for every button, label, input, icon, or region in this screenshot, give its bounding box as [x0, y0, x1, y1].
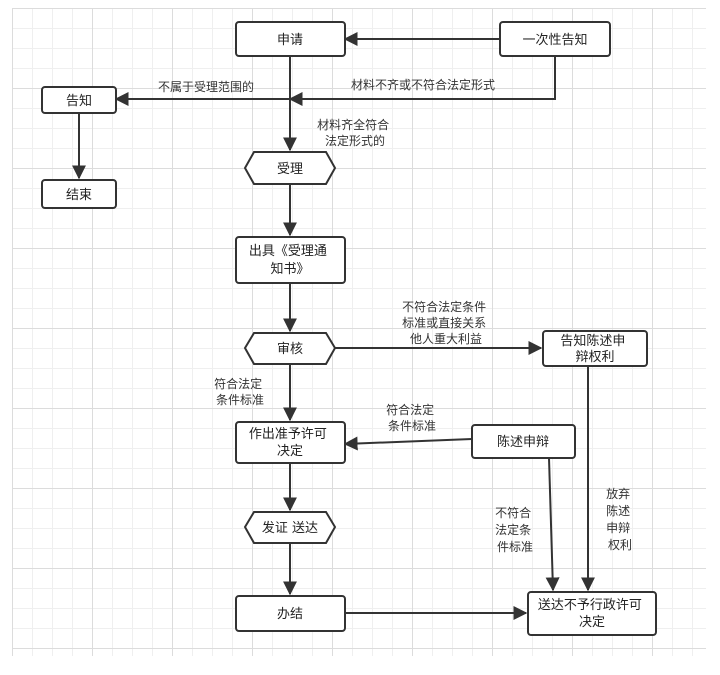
node-deny-decision-line-2: 决定: [579, 615, 605, 630]
label-defense-meet-line-2: 条件标准: [388, 419, 436, 433]
label-waive-rights-line-2: 陈述: [606, 503, 630, 518]
label-materials-complete-line-1: 材料齐全符合: [317, 117, 389, 132]
node-notify-line-1: 告知: [66, 93, 92, 109]
node-deny-decision-text: 送达不予行政许可 决定: [538, 598, 646, 630]
label-defense-meet: 符合法定 条件标准: [386, 402, 438, 433]
label-defense-meet-line-1: 符合法定: [386, 402, 434, 417]
edge-defense-to-grant: [343, 436, 473, 451]
diagram-canvas: 申请 一次性告知 告知: [12, 8, 706, 656]
node-deny-decision-line-1: 送达不予行政许可: [538, 598, 642, 613]
node-grant-decision: 作出准予许可 决定: [235, 421, 346, 464]
edge-defense-to-deny: [545, 457, 560, 592]
label-materials-incomplete-line-1: 材料不齐或不符合法定形式: [351, 77, 495, 92]
flowchart-diagram: 申请 一次性告知 告知: [41, 21, 657, 636]
node-state-defense: 陈述申辩: [471, 424, 576, 459]
label-waive-rights: 放弃 陈述 申辩 权利: [606, 486, 634, 552]
label-materials-complete-line-2: 法定形式的: [325, 133, 385, 148]
label-waive-rights-line-4: 权利: [608, 538, 632, 552]
node-one-time-notice-text: 一次性告知: [522, 32, 587, 48]
node-accept-text: 受理: [277, 162, 303, 177]
node-complete-line-1: 办结: [277, 607, 303, 622]
node-apply-line-1: 申请: [277, 33, 303, 48]
label-review-meet: 符合法定 条件标准: [214, 376, 266, 407]
label-waive-rights-line-1: 放弃: [606, 486, 630, 501]
node-notify-defense: 告知陈述申 辩权利: [542, 330, 648, 367]
nodes: 申请 一次性告知 告知: [41, 21, 657, 636]
label-review-not-meet: 不符合法定条件 标准或直接关系 他人重大利益: [402, 299, 490, 346]
node-issue-notice-text: 出具《受理通 知书》: [249, 244, 331, 277]
node-accept: 受理: [243, 151, 337, 185]
node-issue-deliver-text: 发证 送达: [262, 520, 318, 536]
node-review-line-1: 审核: [277, 342, 303, 357]
node-end-text: 结束: [66, 188, 92, 203]
node-state-defense-text: 陈述申辩: [497, 434, 549, 450]
node-end: 结束: [41, 179, 117, 209]
edges: [72, 32, 595, 620]
node-issue-deliver: 发证 送达: [243, 511, 337, 544]
node-one-time-notice: 一次性告知: [499, 21, 611, 57]
label-materials-incomplete: 材料不齐或不符合法定形式: [351, 77, 495, 92]
node-issue-deliver-line-1: 发证 送达: [262, 520, 318, 536]
node-complete: 办结: [235, 595, 346, 632]
node-grant-decision-line-2: 决定: [277, 444, 303, 459]
node-complete-text: 办结: [277, 607, 303, 622]
label-not-in-scope: 不属于受理范围的: [158, 79, 254, 94]
node-notify: 告知: [41, 86, 117, 114]
node-issue-notice-line-2: 知书》: [270, 261, 309, 277]
edge-labels: 不属于受理范围的 材料不齐或不符合法定形式 材料齐全符合 法定形式的 不符合法定…: [158, 77, 634, 554]
node-one-time-notice-line-1: 一次性告知: [522, 32, 587, 48]
node-notify-defense-line-2: 辩权利: [575, 349, 614, 365]
node-grant-decision-text: 作出准予许可 决定: [249, 427, 331, 459]
node-notify-defense-text: 告知陈述申 辩权利: [560, 333, 629, 365]
node-accept-line-1: 受理: [277, 162, 303, 177]
node-issue-notice-line-1: 出具《受理通: [249, 244, 327, 259]
label-defense-not-meet-line-2: 法定条: [495, 522, 531, 537]
label-defense-not-meet-line-3: 件标准: [497, 540, 533, 554]
node-grant-decision-line-1: 作出准予许可: [249, 427, 327, 442]
label-review-not-meet-line-1: 不符合法定条件: [402, 299, 486, 314]
label-defense-not-meet-line-1: 不符合: [495, 505, 531, 520]
label-review-meet-line-2: 条件标准: [216, 393, 264, 407]
node-apply-text: 申请: [277, 33, 303, 48]
node-apply: 申请: [235, 21, 346, 57]
label-materials-complete: 材料齐全符合 法定形式的: [317, 117, 393, 148]
label-waive-rights-line-3: 申辩: [606, 521, 630, 535]
node-issue-notice: 出具《受理通 知书》: [235, 236, 346, 284]
node-end-line-1: 结束: [66, 188, 92, 203]
label-defense-not-meet: 不符合 法定条 件标准: [495, 505, 535, 554]
node-review: 审核: [243, 332, 337, 365]
label-review-not-meet-line-3: 他人重大利益: [410, 332, 482, 346]
label-review-not-meet-line-2: 标准或直接关系: [402, 315, 486, 330]
node-review-text: 审核: [277, 342, 303, 357]
label-not-in-scope-line-1: 不属于受理范围的: [158, 79, 254, 94]
label-review-meet-line-1: 符合法定: [214, 376, 262, 391]
edge-materials-incomplete: [288, 56, 556, 106]
node-deny-decision: 送达不予行政许可 决定: [527, 591, 657, 636]
node-notify-text: 告知: [66, 93, 92, 109]
node-state-defense-line-1: 陈述申辩: [497, 434, 549, 450]
node-notify-defense-line-1: 告知陈述申: [560, 333, 625, 349]
